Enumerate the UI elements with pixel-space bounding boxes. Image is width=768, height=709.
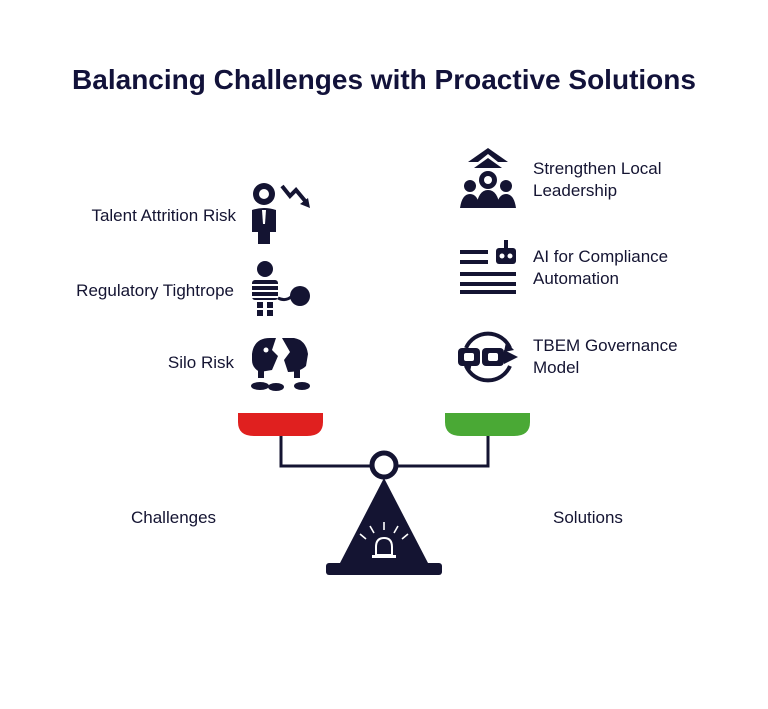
solution-label-tbem-governance: TBEM Governance Model — [533, 335, 698, 379]
solution-label-tbem-governance-text: TBEM Governance Model — [533, 336, 678, 377]
alert-bell-base — [372, 555, 396, 558]
challenge-label-regulatory-tightrope: Regulatory Tightrope — [76, 281, 234, 300]
challenge-label-silo-risk: Silo Risk — [167, 353, 234, 372]
scale-base — [340, 478, 428, 563]
solution-label-ai-compliance-text: AI for Compliance Automation — [533, 247, 669, 288]
alert-rays — [359, 522, 409, 540]
challenge-label-talent-attrition: Talent Attrition Risk — [91, 206, 236, 225]
challenge-arm — [279, 436, 371, 468]
solution-label-local-leadership-text: Strengthen Local Leadership — [533, 159, 662, 200]
page-title: Balancing Challenges with Proactive Solu… — [72, 64, 696, 95]
solutions-caption: Solutions — [553, 508, 623, 527]
broken-piggy-bank-icon — [251, 338, 310, 391]
challenges-caption: Challenges — [131, 508, 217, 527]
alert-bell-icon — [375, 536, 393, 556]
solution-arm — [397, 436, 490, 468]
scale-plinth — [326, 563, 442, 575]
challenge-pan — [238, 413, 323, 436]
robot-document-icon — [460, 240, 516, 294]
leader-team-icon — [460, 148, 516, 208]
pivot-ring — [369, 450, 399, 480]
employee-declining-icon — [252, 183, 310, 244]
cycle-chain-icon — [458, 331, 518, 383]
solution-label-ai-compliance: AI for Compliance Automation — [533, 246, 693, 290]
solution-pan — [445, 413, 530, 436]
prisoner-ball-chain-icon — [252, 261, 310, 316]
solution-label-local-leadership: Strengthen Local Leadership — [533, 158, 683, 202]
